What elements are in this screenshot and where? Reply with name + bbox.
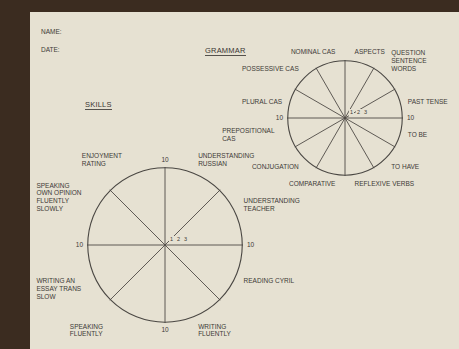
grammar-label: TO HAVE xyxy=(390,163,420,171)
paper-sheet xyxy=(30,12,459,349)
skill-label: SPEAKING OWN OPINION FLUENTLY SLOWLY xyxy=(35,182,87,213)
scale-number: 10 xyxy=(275,114,284,122)
skill-label: READING CYRIL xyxy=(243,277,296,285)
scale-number: 2 xyxy=(176,236,181,243)
skill-label: WRITING AN ESSAY TRANS SLOW xyxy=(35,277,87,300)
scale-number: 10 xyxy=(160,156,169,164)
scale-number: 1 xyxy=(169,236,174,243)
scale-number: 3 xyxy=(183,236,188,243)
scale-number: 10 xyxy=(246,241,255,249)
scale-number: 3 xyxy=(363,109,368,116)
grammar-label: NOMINAL CAS xyxy=(290,48,337,56)
form-field: NAME: xyxy=(40,28,63,36)
grammar-label: PREPOSITIONAL CAS xyxy=(221,127,283,143)
grammar-label: TO BE xyxy=(407,131,428,139)
grammar-label: REFLEXIVE VERBS xyxy=(354,180,416,188)
chart-heading: GRAMMAR xyxy=(205,46,246,56)
grammar-label: PLURAL CAS xyxy=(241,98,283,106)
skill-label: UNDERSTANDING TEACHER xyxy=(243,197,307,213)
grammar-label: QUESTION SENTENCE WORDS xyxy=(390,49,452,72)
skill-label: SPEAKING FLUENTLY xyxy=(69,323,133,339)
scale-number: 10 xyxy=(406,114,415,122)
wheel-circle xyxy=(288,61,403,176)
grammar-label: ASPECTS xyxy=(354,48,386,56)
grammar-label: COMPARATIVE xyxy=(288,180,336,188)
spoke-line xyxy=(110,190,220,300)
spoke-line xyxy=(110,190,220,300)
wheel-chart: SKILLS xyxy=(87,167,243,323)
wheel-outline xyxy=(287,60,403,176)
scale-number: 1 xyxy=(349,109,354,116)
chart-heading: SKILLS xyxy=(85,100,112,110)
grammar-label: CONJUGATION xyxy=(251,163,300,171)
skill-label: WRITING FLUENTLY xyxy=(197,323,261,339)
grammar-label: PAST TENSE xyxy=(407,98,449,106)
skill-label: ENJOYMENT RATING xyxy=(81,152,133,168)
wheel-circle xyxy=(88,168,243,323)
scale-number: 10 xyxy=(75,241,84,249)
grammar-label: POSSESSIVE CAS xyxy=(241,65,300,73)
scale-number: 2 xyxy=(356,109,361,116)
form-field: DATE: xyxy=(40,46,61,54)
spoke-line xyxy=(316,68,374,168)
wheel-chart: GRAMMAR xyxy=(287,60,403,176)
scale-number: 10 xyxy=(160,326,169,334)
wheel-outline xyxy=(87,167,243,323)
